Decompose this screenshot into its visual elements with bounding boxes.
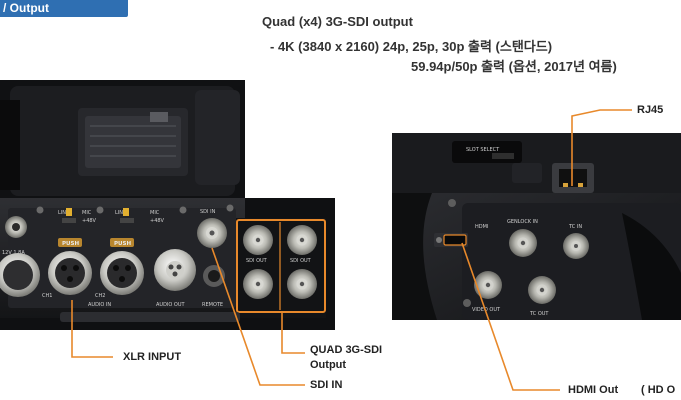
mic-switch-label-1: MIC — [82, 210, 92, 216]
video-out-label: VIDEO OUT — [472, 307, 501, 313]
sdi-out-label-2: SDI OUT — [290, 258, 312, 264]
audio-out-label: AUDIO OUT — [156, 302, 186, 308]
push-label-1: PUSH — [62, 241, 79, 247]
header-line-3: 59.94p/50p 출력 (옵션, 2017년 여름) — [411, 59, 617, 74]
tc-out-label: TC OUT — [529, 311, 549, 317]
ch1-label: CH1 — [42, 293, 52, 299]
section-tab: / Output — [0, 0, 128, 17]
header-line-1: Quad (x4) 3G-SDI output — [262, 14, 413, 29]
ch2-label: CH2 — [95, 293, 105, 299]
callout-xlr-input: XLR INPUT — [123, 351, 182, 363]
side-panel-photo: SLOT SELECT HDMI GENLOCK IN TC IN VIDEO … — [392, 133, 681, 320]
header-line-2: - 4K (3840 x 2160) 24p, 25p, 30p 출력 (스탠다… — [270, 39, 553, 54]
genlock-in-label: GENLOCK IN — [507, 219, 538, 225]
sdi-in-label: SDI IN — [200, 209, 216, 215]
callout-sdi-in: SDI IN — [310, 379, 343, 391]
push-label-2: PUSH — [114, 241, 131, 247]
phantom-label-2: +48V — [150, 218, 165, 224]
hdmi-port — [443, 234, 467, 246]
mic-switch-label-2: MIC — [150, 210, 160, 216]
callout-hdmi-out: HDMI Out — [568, 384, 619, 396]
power-rating-label: 12V 1.8A — [2, 250, 25, 256]
slot-select-label: SLOT SELECT — [466, 147, 500, 153]
sdi-out-label-1: SDI OUT — [246, 258, 268, 264]
rear-panel-photo: LINE MIC +48V LINE MIC +48V 12V 1.8A PUS… — [0, 80, 335, 330]
callout-hd-out: ( HD O — [641, 384, 676, 396]
callout-quad-sdi-line1: QUAD 3G-SDI — [310, 344, 383, 356]
callout-rj45: RJ45 — [637, 104, 664, 116]
audio-in-label: AUDIO IN — [88, 302, 111, 308]
hdmi-label: HDMI — [475, 224, 488, 230]
remote-label: REMOTE — [202, 302, 223, 308]
callout-quad-sdi-line2: Output — [310, 359, 347, 371]
tc-in-label: TC IN — [568, 224, 582, 230]
line-switch-label-2: LINE — [115, 210, 126, 216]
phantom-label-1: +48V — [82, 218, 97, 224]
line-switch-label-1: LINE — [58, 210, 69, 216]
